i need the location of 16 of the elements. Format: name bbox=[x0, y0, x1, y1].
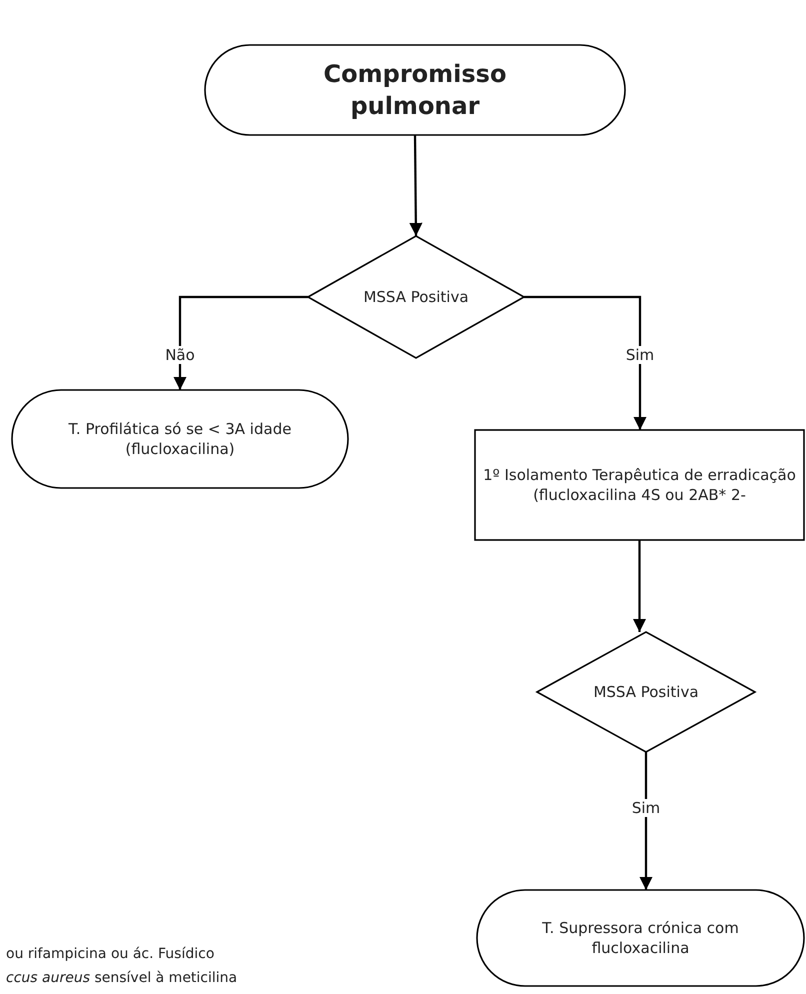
node-text: T. Supressora crónica com flucloxacilina bbox=[541, 918, 740, 958]
arrow bbox=[639, 752, 653, 890]
arrow bbox=[409, 134, 422, 236]
node-text: 1º Isolamento Terapêutica de erradicação (flucloxacilina 4S ou 2AB* 2- bbox=[483, 464, 796, 506]
process-box bbox=[475, 430, 804, 540]
arrow bbox=[632, 540, 646, 632]
node-text: MSSA Positiva bbox=[593, 682, 699, 702]
arrow bbox=[524, 296, 647, 430]
footnote: ou rifampicina ou ác. Fusídico bbox=[6, 946, 214, 962]
node-text: MSSA Positiva bbox=[363, 286, 469, 308]
node-text: T. Profilática só se < 3A idade (flucloxacilina) bbox=[68, 418, 292, 460]
footnote: ccus aureus sensível à meticilina bbox=[6, 970, 238, 986]
arrow bbox=[173, 296, 308, 390]
decision-diamond bbox=[308, 236, 524, 358]
decision-diamond bbox=[537, 632, 755, 752]
node-text: Compromisso pulmonar bbox=[322, 58, 508, 122]
